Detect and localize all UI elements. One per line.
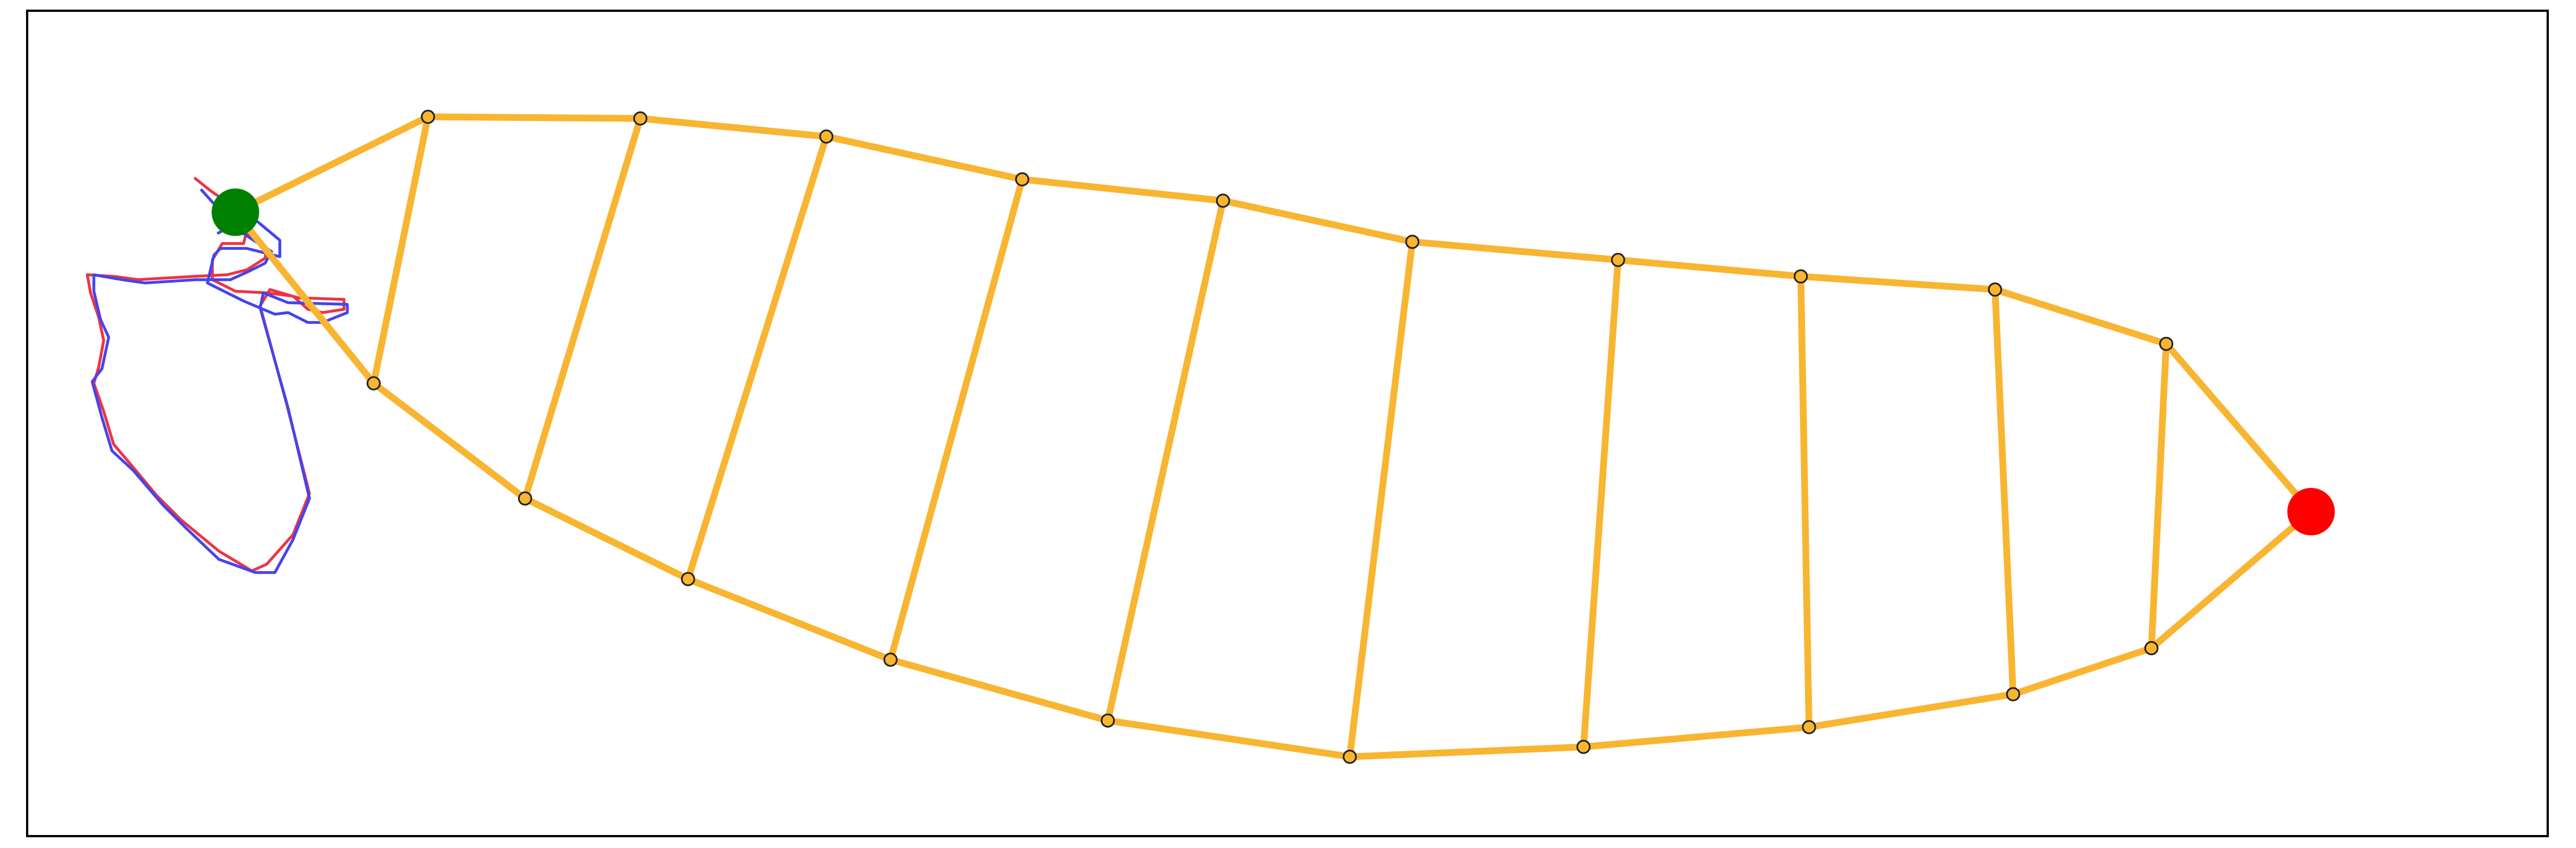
- ladder-edge-1: [232, 113, 432, 216]
- ladder-edge-9: [1797, 272, 1998, 293]
- ladder-edge-17: [1104, 717, 1354, 760]
- ladder-node-11: [367, 376, 381, 391]
- ladder-node-20: [2144, 641, 2159, 656]
- ladder-node-19: [2006, 687, 2021, 702]
- plot-frame: [26, 10, 2549, 837]
- ladder-edge-11: [2163, 340, 2315, 516]
- ladder-edge-28: [1346, 238, 1416, 760]
- ladder-edge-24: [522, 115, 644, 502]
- ladder-edge-23: [370, 113, 432, 387]
- ladder-edge-18: [1346, 743, 1587, 760]
- ladder-edge-21: [2009, 644, 2155, 698]
- ladder-edge-12: [232, 209, 377, 387]
- ladder-node-5: [1216, 193, 1230, 208]
- ladder-node-3: [819, 129, 834, 144]
- ladder-edge-10: [1991, 286, 2170, 348]
- ladder-node-8: [1794, 269, 1808, 284]
- ladder-node-9: [1988, 282, 2002, 297]
- ladder-node-15: [1100, 713, 1115, 728]
- trace-line-blue: [91, 188, 349, 574]
- ladder-edge-32: [2148, 340, 2170, 652]
- goal-marker: [2287, 488, 2335, 536]
- ladder-edge-31: [1991, 286, 2017, 698]
- ladder-edge-13: [370, 380, 529, 502]
- ladder-node-7: [1611, 253, 1626, 267]
- trace-line-red: [85, 176, 346, 573]
- ladder-node-13: [680, 572, 695, 586]
- ladder-node-10: [2159, 336, 2174, 351]
- ladder-edge-3: [636, 115, 830, 140]
- ladder-edge-8: [1614, 256, 1804, 280]
- ladder-edge-4: [822, 133, 1026, 183]
- ladder-edge-7: [1408, 238, 1622, 263]
- ladder-edge-6: [1220, 197, 1416, 245]
- ladder-edge-29: [1580, 256, 1622, 751]
- ladder-edge-30: [1797, 272, 1813, 731]
- ladder-edge-27: [1104, 197, 1227, 724]
- ladder-node-6: [1405, 235, 1420, 249]
- ladder-edge-26: [887, 176, 1026, 663]
- ladder-node-18: [1802, 720, 1816, 734]
- start-marker: [212, 188, 260, 236]
- ladder-node-4: [1015, 172, 1029, 187]
- ladder-node-16: [1342, 750, 1357, 764]
- ladder-edge-19: [1580, 724, 1813, 751]
- ladder-edge-2: [424, 113, 644, 122]
- ladder-edge-20: [1806, 691, 2017, 731]
- ladder-edge-14: [522, 495, 692, 583]
- ladder-node-1: [421, 110, 436, 124]
- ladder-node-14: [883, 652, 898, 667]
- ladder-edge-5: [1019, 176, 1227, 205]
- ladder-node-12: [518, 491, 532, 506]
- ladder-edge-22: [2148, 508, 2315, 652]
- ladder-edge-16: [887, 656, 1112, 724]
- ladder-node-17: [1576, 739, 1591, 754]
- ladder-edge-25: [684, 133, 830, 583]
- ladder-edge-15: [684, 576, 894, 663]
- ladder-node-2: [633, 111, 648, 126]
